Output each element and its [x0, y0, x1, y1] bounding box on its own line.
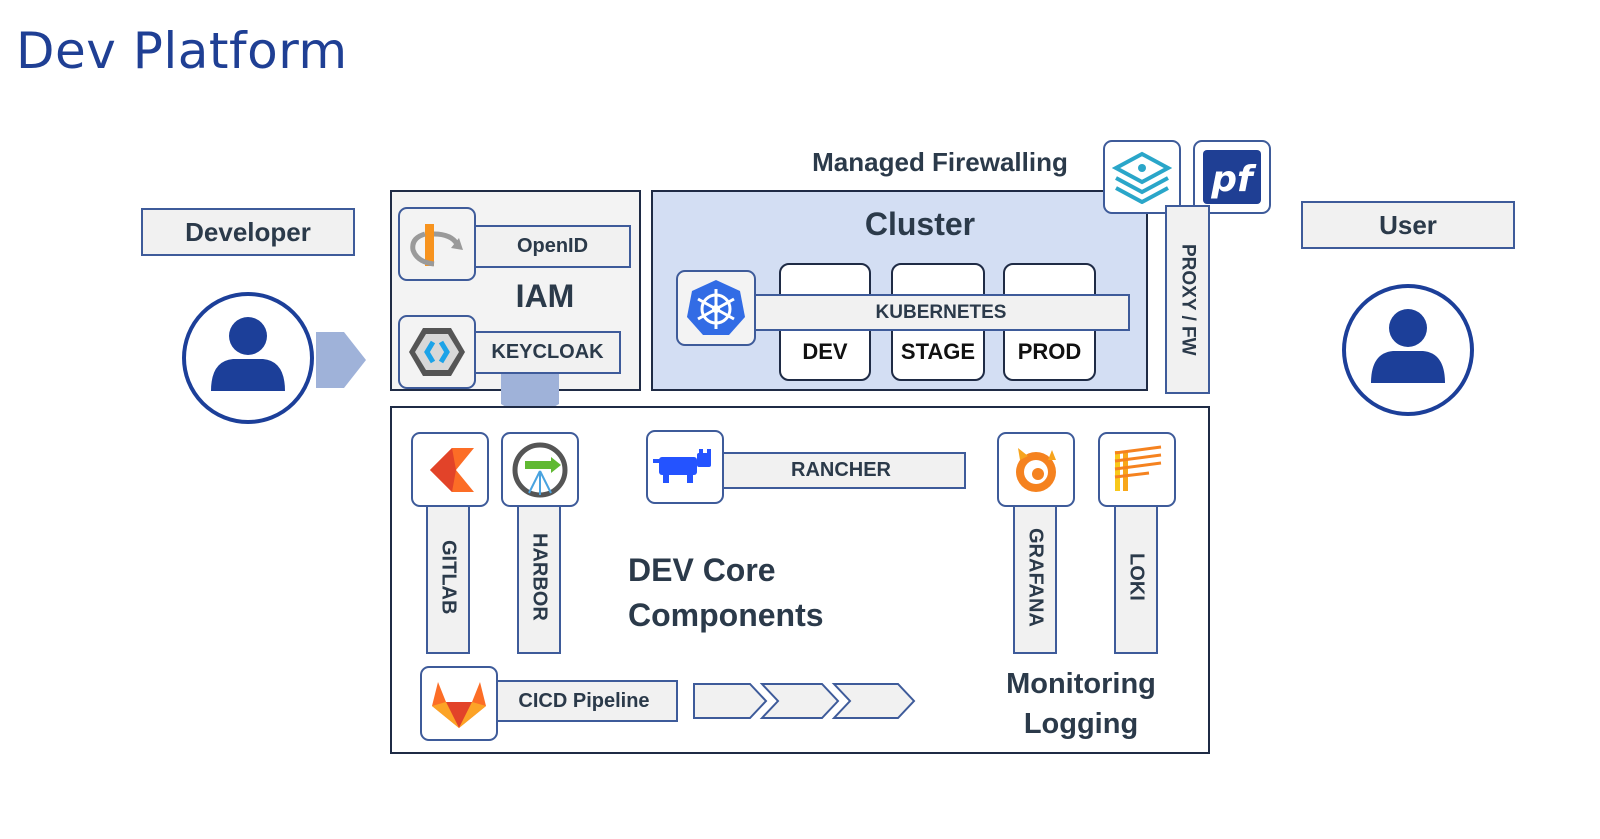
pfsense-icon: pf [1203, 150, 1261, 204]
iam-title: IAM [515, 278, 575, 314]
loki-icon [1114, 445, 1162, 491]
logging-text: Logging [1023, 708, 1139, 740]
grafana-label: GRAFANA [1013, 500, 1057, 654]
cicd-label: CICD Pipeline [490, 680, 678, 722]
pipeline-chevrons [693, 683, 916, 719]
openid-label: OpenID [474, 225, 631, 268]
proxy-fw-label: PROXY / FW [1165, 205, 1210, 394]
kubernetes-icon [687, 280, 745, 335]
pfsense-tile: pf [1193, 140, 1271, 214]
grafana-tile [997, 432, 1075, 507]
openid-tile [398, 207, 476, 281]
harbor-label: HARBOR [517, 500, 561, 654]
harbor-icon [512, 442, 568, 497]
firewall-layers-tile [1103, 140, 1181, 214]
loki-tile [1098, 432, 1176, 507]
core-title: DEV Core Components [628, 548, 888, 638]
openid-icon [410, 224, 463, 267]
svg-text:pf: pf [1210, 159, 1257, 200]
monitoring-logging: Monitoring Logging [990, 664, 1172, 744]
kubernetes-label: KUBERNETES [752, 294, 1130, 331]
firewall-layers-icon [1112, 151, 1172, 204]
gitlab-tile [411, 432, 489, 507]
developer-label: Developer [141, 208, 355, 256]
loki-label: LOKI [1114, 500, 1158, 654]
harbor-tile [501, 432, 579, 507]
monitoring-text: Monitoring [1006, 668, 1156, 700]
person-icon [1342, 284, 1474, 416]
keycloak-label: KEYCLOAK [474, 331, 621, 374]
page-title: Dev Platform [16, 22, 348, 80]
core-title-line2: Components [628, 597, 824, 633]
core-title-line1: DEV Core [628, 552, 776, 588]
cicd-tile [420, 666, 498, 741]
rancher-label: RANCHER [716, 452, 966, 489]
keycloak-tile [398, 315, 476, 389]
gitlab-label: GITLAB [426, 500, 470, 654]
firewall-title: Managed Firewalling [812, 147, 1068, 177]
rancher-icon [653, 449, 711, 483]
grafana-icon [1016, 447, 1056, 492]
user-avatar [1341, 283, 1475, 417]
cluster-title: Cluster [864, 206, 976, 242]
person-icon [182, 292, 314, 424]
gitlab-icon [430, 447, 474, 492]
rancher-tile [646, 430, 724, 504]
user-label: User [1301, 201, 1515, 249]
kubernetes-tile [676, 270, 756, 346]
developer-avatar [181, 291, 315, 425]
keycloak-icon [409, 328, 465, 376]
arrow-developer-to-iam [316, 332, 366, 388]
gitlab-fox-icon [432, 681, 486, 728]
